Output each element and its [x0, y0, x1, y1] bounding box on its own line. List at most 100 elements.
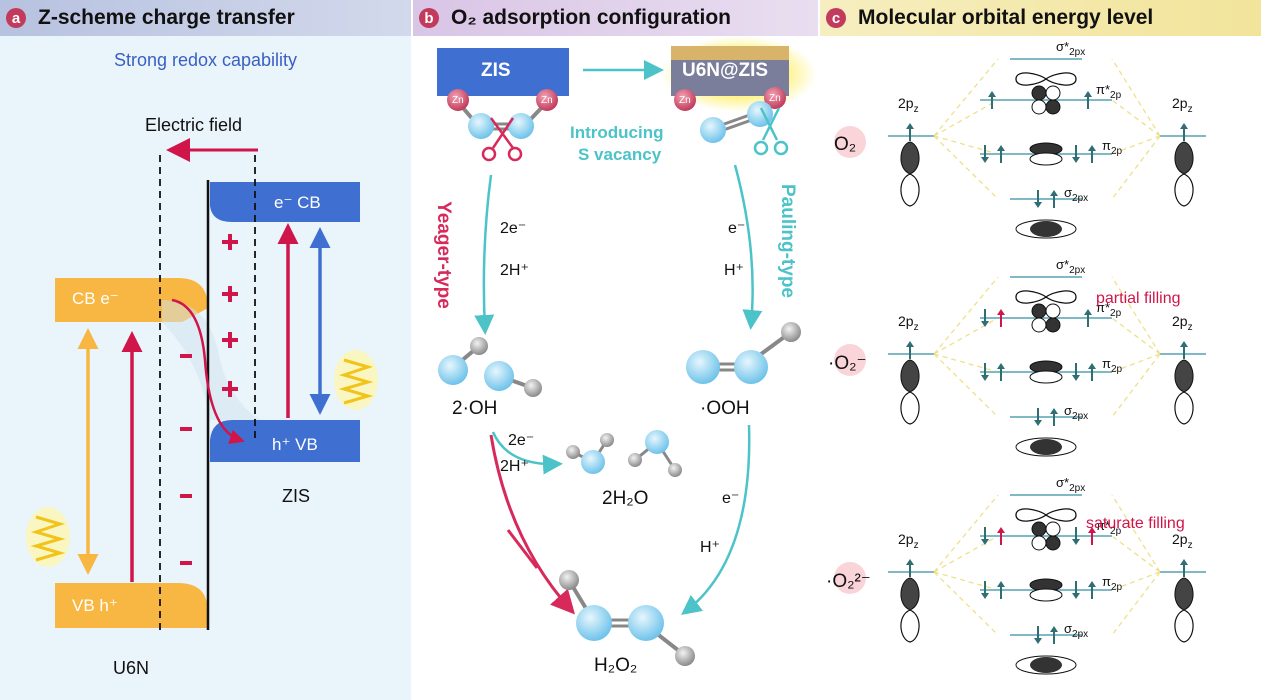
- zis-vb-band: [210, 420, 360, 462]
- panel-b-letter: b: [419, 8, 439, 28]
- water-molecules: [566, 430, 682, 477]
- species-glow: [834, 126, 866, 158]
- zn-label: Zn: [769, 93, 781, 104]
- ooh-molecule: [686, 322, 801, 384]
- sigma-label: σ2px: [1064, 403, 1088, 422]
- sigma-star-orbital: [1015, 508, 1077, 522]
- panel-c-letter: c: [826, 8, 846, 28]
- panel-b-diagram: [437, 36, 817, 666]
- left-step-protons: 2H⁺: [500, 262, 529, 279]
- pz-orbital-right: [1174, 141, 1194, 207]
- species-o2: O₂: [834, 134, 857, 155]
- zis-label: ZIS: [282, 486, 311, 506]
- u6n-vb-band: [55, 583, 208, 628]
- pauling-path-arrow: [733, 164, 763, 330]
- panel-a-subtitle: Strong redox capability: [113, 50, 298, 70]
- ooh-label: ·OOH: [700, 398, 750, 419]
- pi-star-orbital: [1031, 303, 1061, 333]
- electron-transfer-arrow: [171, 298, 245, 444]
- light-icon-zis: [334, 350, 378, 410]
- introducing-label: Introducing: [570, 123, 664, 142]
- sigma-star-label: σ*2px: [1056, 39, 1085, 58]
- left-step-electrons: 2e⁻: [500, 220, 527, 237]
- final-step-proton: H⁺: [700, 539, 720, 556]
- panel-a-title: Z-scheme charge transfer: [38, 6, 295, 29]
- species-glow: [834, 344, 866, 376]
- pi-star-label: π*2p: [1096, 82, 1122, 101]
- panel-a-diagram: [26, 138, 378, 635]
- right-step-proton: H⁺: [724, 262, 744, 279]
- species-glow: [834, 562, 866, 594]
- pi-star-orbital: [1031, 85, 1061, 115]
- correlation-lines: [933, 58, 999, 200]
- atomic-orbital-label: 2pz: [1172, 313, 1193, 333]
- blocked-cross: [506, 529, 539, 569]
- pi-star-label: π*2p: [1096, 518, 1122, 537]
- atomic-orbital-label: 2pz: [898, 95, 919, 115]
- final-step-electron: e⁻: [722, 490, 740, 507]
- panel-b-title: O₂ adsorption configuration: [451, 6, 731, 29]
- water-step-electrons: 2e⁻: [508, 432, 535, 449]
- sigma-bonding-orbital: [1015, 219, 1077, 239]
- u6n-bending: [162, 300, 260, 420]
- sigma-label: σ2px: [1064, 185, 1088, 204]
- sigma-star-orbital: [1015, 290, 1077, 304]
- scissors-icon-red: [481, 117, 523, 162]
- zn-label: Zn: [541, 95, 553, 106]
- final-path-arrow: [681, 424, 751, 616]
- pi-bonding-orbital: [1029, 578, 1063, 602]
- mo-diagrams: 2pz 2pz σ*2px π*2p π2p σ2px 2pz 2pz σ*2px π*2p π2p…: [834, 39, 1206, 675]
- panel-b-header: b O₂ adsorption configuration: [413, 0, 818, 36]
- correlation-lines: [1111, 494, 1161, 636]
- saturate-filling-note: saturate filling: [1086, 515, 1185, 532]
- sigma-bonding-orbital: [1015, 437, 1077, 457]
- panel-c-header: c Molecular orbital energy level: [820, 0, 1261, 36]
- pz-orbital-left: [900, 141, 920, 207]
- zn-label: Zn: [452, 95, 464, 106]
- h2o2-label: H₂O₂: [594, 655, 638, 676]
- pi-bonding-orbital: [1029, 142, 1063, 166]
- u6n-cb-label: CB e⁻: [72, 289, 119, 308]
- yeager-path-arrow: [474, 174, 495, 335]
- species-superoxide: ·O₂⁻: [828, 353, 867, 374]
- zis-adsorbed-o2: [447, 89, 558, 139]
- u6n-zis-adsorbed-o2: [674, 87, 786, 143]
- pi-label: π2p: [1102, 138, 1123, 157]
- atomic-orbital-label: 2pz: [898, 531, 919, 551]
- zis-cb-label: e⁻ CB: [274, 193, 321, 212]
- scissors-icon-teal: [753, 107, 789, 156]
- h2o2-molecule: [559, 570, 695, 666]
- right-step-electron: e⁻: [728, 220, 746, 237]
- sigma-label: σ2px: [1064, 621, 1088, 640]
- pz-orbital-left: [900, 577, 920, 643]
- pi-star-label: π*2p: [1096, 300, 1122, 319]
- hydroxyl-molecules: [438, 337, 542, 397]
- pz-orbital-right: [1174, 359, 1194, 425]
- negative-charges: [180, 354, 192, 565]
- correlation-lines: [1111, 276, 1161, 418]
- light-icon-u6n: [26, 507, 70, 567]
- zis-box-label: ZIS: [481, 60, 511, 81]
- atomic-orbital-label: 2pz: [898, 313, 919, 333]
- panel-c-title: Molecular orbital energy level: [858, 6, 1154, 29]
- water-label: 2H₂O: [602, 488, 649, 509]
- pz-orbital-left: [900, 359, 920, 425]
- yeager-type-label: Yeager-type: [433, 201, 454, 309]
- correlation-lines: [933, 276, 999, 418]
- water-step-protons: 2H⁺: [500, 458, 529, 475]
- pi-label: π2p: [1102, 574, 1123, 593]
- pi-star-orbital: [1031, 521, 1061, 551]
- panel-a-letter: a: [6, 8, 26, 28]
- sigma-star-label: σ*2px: [1056, 475, 1085, 494]
- u6n-label: U6N: [113, 658, 150, 678]
- atomic-orbital-label: 2pz: [1172, 531, 1193, 551]
- two-oh-label: 2·OH: [452, 398, 498, 419]
- zis-cb-band: [210, 182, 360, 222]
- species-peroxide: ·O₂²⁻: [826, 571, 871, 592]
- positive-charges: [222, 234, 238, 397]
- sigma-star-label: σ*2px: [1056, 257, 1085, 276]
- sigma-bonding-orbital: [1015, 655, 1077, 675]
- correlation-lines: [933, 494, 999, 636]
- pauling-type-label: Pauling-type: [777, 183, 798, 298]
- pz-orbital-right: [1174, 577, 1194, 643]
